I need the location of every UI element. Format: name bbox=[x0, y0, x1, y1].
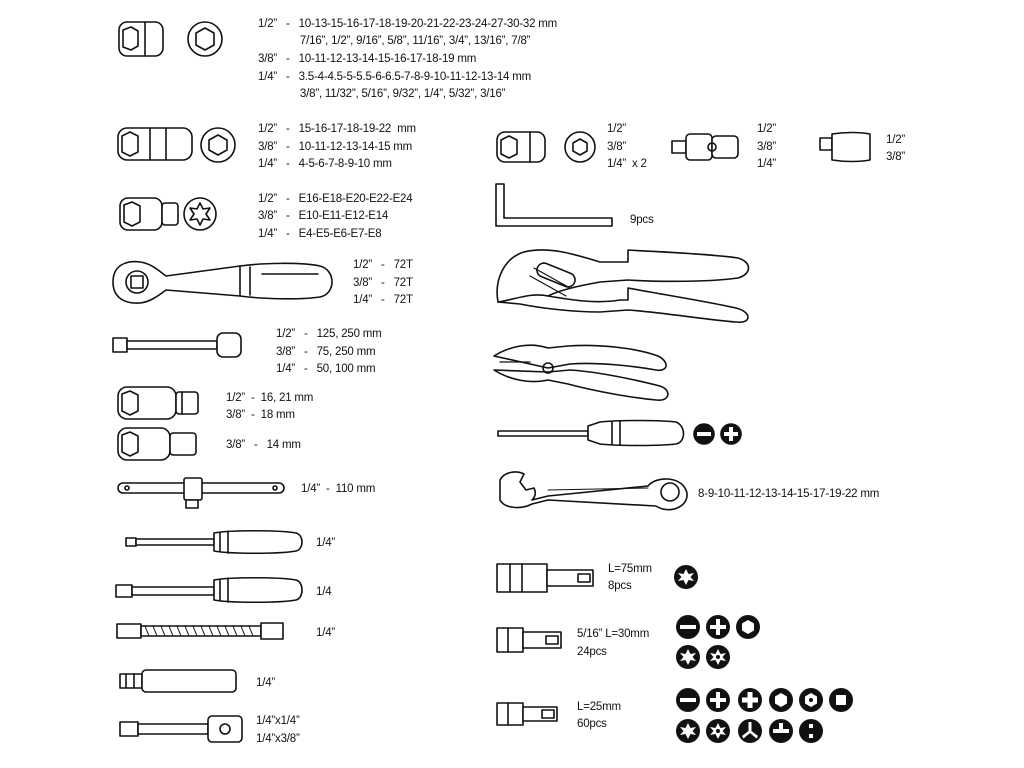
phillips-bit-glyph-3 bbox=[706, 688, 730, 712]
spec-bit-adapter-1: 1/2” bbox=[607, 123, 627, 135]
phillips-tip-icon bbox=[720, 423, 742, 445]
bit-30mm-icon bbox=[496, 627, 562, 653]
spec-flex-ext: 1/4” bbox=[316, 627, 336, 639]
square-bit-glyph bbox=[829, 688, 853, 712]
bit-holder-icon bbox=[119, 669, 237, 693]
spec-ujoint-3: 1/4” bbox=[757, 158, 777, 170]
bit-adapter-socket-icon bbox=[496, 131, 596, 163]
slotted-tip-icon bbox=[693, 423, 715, 445]
spec-std-line-4: 1/4” - 3.5-4-4.5-5-5.5-6-6.5-7-8-9-10-11… bbox=[258, 71, 532, 83]
deep-socket-icon bbox=[117, 386, 199, 420]
spec-bit-holder: 1/4” bbox=[256, 677, 276, 689]
hex-key-icon bbox=[495, 183, 613, 227]
spec-hex-keys: 9pcs bbox=[630, 214, 654, 226]
spec-ujoint-2: 3/8” bbox=[757, 141, 777, 153]
spec-spinner-1: 1/4” bbox=[316, 537, 336, 549]
spec-extension-line-2: 3/8” - 75, 250 mm bbox=[276, 346, 376, 358]
screwdriver-handle-icon bbox=[115, 576, 303, 604]
spec-deep-line-2: 3/8” - 18 mm bbox=[226, 409, 295, 421]
spec-bits-30-count: 24pcs bbox=[577, 646, 607, 658]
tri-wing-bit-glyph bbox=[738, 719, 762, 743]
spec-ratchet-line-3: 1/4” - 72T bbox=[353, 294, 413, 306]
combination-pliers-icon bbox=[493, 344, 669, 401]
tamper-torx-bit-glyph bbox=[706, 645, 730, 669]
hex-bit-glyph-3 bbox=[769, 688, 793, 712]
spec-reducer-2: 3/8” bbox=[886, 151, 906, 163]
ratchet-handle-icon bbox=[112, 260, 333, 304]
extension-bar-icon bbox=[112, 332, 242, 358]
spec-bit-adapter-2: 3/8” bbox=[607, 141, 627, 153]
spark-plug-socket-icon bbox=[117, 427, 197, 461]
universal-joint-icon bbox=[671, 133, 739, 161]
spec-bits-75-count: 8pcs bbox=[608, 580, 632, 592]
pozidriv-bit-glyph bbox=[738, 688, 762, 712]
spec-bits-25-count: 60pcs bbox=[577, 718, 607, 730]
standard-socket-end-icon bbox=[187, 21, 223, 57]
t-bar-icon bbox=[117, 477, 285, 509]
screwdriver-icon bbox=[497, 419, 685, 447]
socket-reducer-icon bbox=[819, 131, 871, 163]
spec-adapter-line-1: 1/4”x1/4” bbox=[256, 715, 300, 727]
spec-bit-adapter-3: 1/4” x 2 bbox=[607, 158, 647, 170]
socket-adapter-icon bbox=[119, 715, 243, 743]
spinner-handle-icon bbox=[125, 529, 303, 555]
spec-extension-line-3: 1/4” - 50, 100 mm bbox=[276, 363, 376, 375]
spec-std-line-5: 3/8”, 11/32”, 5/16”, 9/32”, 1/4”, 5/32”,… bbox=[258, 88, 506, 100]
spec-bits-25-len: L=25mm bbox=[577, 701, 621, 713]
slotted-bit-glyph bbox=[676, 615, 700, 639]
spanner-bit-glyph bbox=[799, 719, 823, 743]
torx-bit-glyph-2 bbox=[676, 645, 700, 669]
torx-socket-icon bbox=[119, 197, 179, 231]
spec-ratchet-line-2: 3/8” - 72T bbox=[353, 277, 413, 289]
spec-hex-line-3: 1/4” - 4-5-6-7-8-9-10 mm bbox=[258, 158, 392, 170]
slotted-bit-glyph-3 bbox=[676, 688, 700, 712]
spec-torx-line-3: 1/4” - E4-E5-E6-E7-E8 bbox=[258, 228, 382, 240]
hex-bit-glyph bbox=[736, 615, 760, 639]
spec-std-line-3: 3/8” - 10-11-12-13-14-15-16-17-18-19 mm bbox=[258, 53, 477, 65]
flexible-extension-icon bbox=[116, 622, 284, 640]
spec-std-line-1: 1/2” - 10-13-15-16-17-18-19-20-21-22-23-… bbox=[258, 18, 558, 30]
torx-bit-glyph-3 bbox=[676, 719, 700, 743]
hex-socket-icon bbox=[117, 127, 193, 161]
phillips-bit-glyph bbox=[706, 615, 730, 639]
bit-25mm-icon bbox=[496, 702, 558, 726]
spec-bits-30-len: 5/16” L=30mm bbox=[577, 628, 650, 640]
spec-hex-line-2: 3/8” - 10-11-12-13-14-15 mm bbox=[258, 141, 413, 153]
spec-ratchet-line-1: 1/2” - 72T bbox=[353, 259, 413, 271]
spec-reducer-1: 1/2” bbox=[886, 134, 906, 146]
spec-spinner-2: 1/4 bbox=[316, 586, 332, 598]
torx-socket-end-icon bbox=[183, 197, 217, 231]
spec-combo-wrench: 8-9-10-11-12-13-14-15-17-19-22 mm bbox=[698, 488, 880, 500]
clutch-bit-glyph bbox=[769, 719, 793, 743]
spec-torx-line-1: 1/2” - E16-E18-E20-E22-E24 bbox=[258, 193, 413, 205]
water-pump-pliers-icon bbox=[496, 249, 750, 323]
spec-t-bar: 1/4” - 110 mm bbox=[301, 483, 376, 495]
spec-bits-75-len: L=75mm bbox=[608, 563, 652, 575]
spec-hex-line-1: 1/2” - 15-16-17-18-19-22 mm bbox=[258, 123, 416, 135]
hex-socket-end-icon bbox=[200, 127, 236, 163]
spec-extension-line-1: 1/2” - 125, 250 mm bbox=[276, 328, 382, 340]
spec-std-line-2: 7/16”, 1/2”, 9/16”, 5/8”, 11/16”, 3/4”, … bbox=[258, 35, 531, 47]
tamper-torx-bit-glyph-3 bbox=[706, 719, 730, 743]
spec-torx-line-2: 3/8” - E10-E11-E12-E14 bbox=[258, 210, 389, 222]
combination-wrench-icon bbox=[499, 471, 688, 511]
bit-75mm-icon bbox=[496, 563, 594, 593]
spec-spark-socket: 3/8” - 14 mm bbox=[226, 439, 301, 451]
torx-bit-glyph bbox=[674, 565, 698, 589]
spec-deep-line-1: 1/2” - 16, 21 mm bbox=[226, 392, 314, 404]
spec-ujoint-1: 1/2” bbox=[757, 123, 777, 135]
spec-adapter-line-2: 1/4”x3/8” bbox=[256, 733, 300, 745]
standard-socket-icon bbox=[118, 21, 164, 57]
hex-security-bit-glyph bbox=[799, 688, 823, 712]
